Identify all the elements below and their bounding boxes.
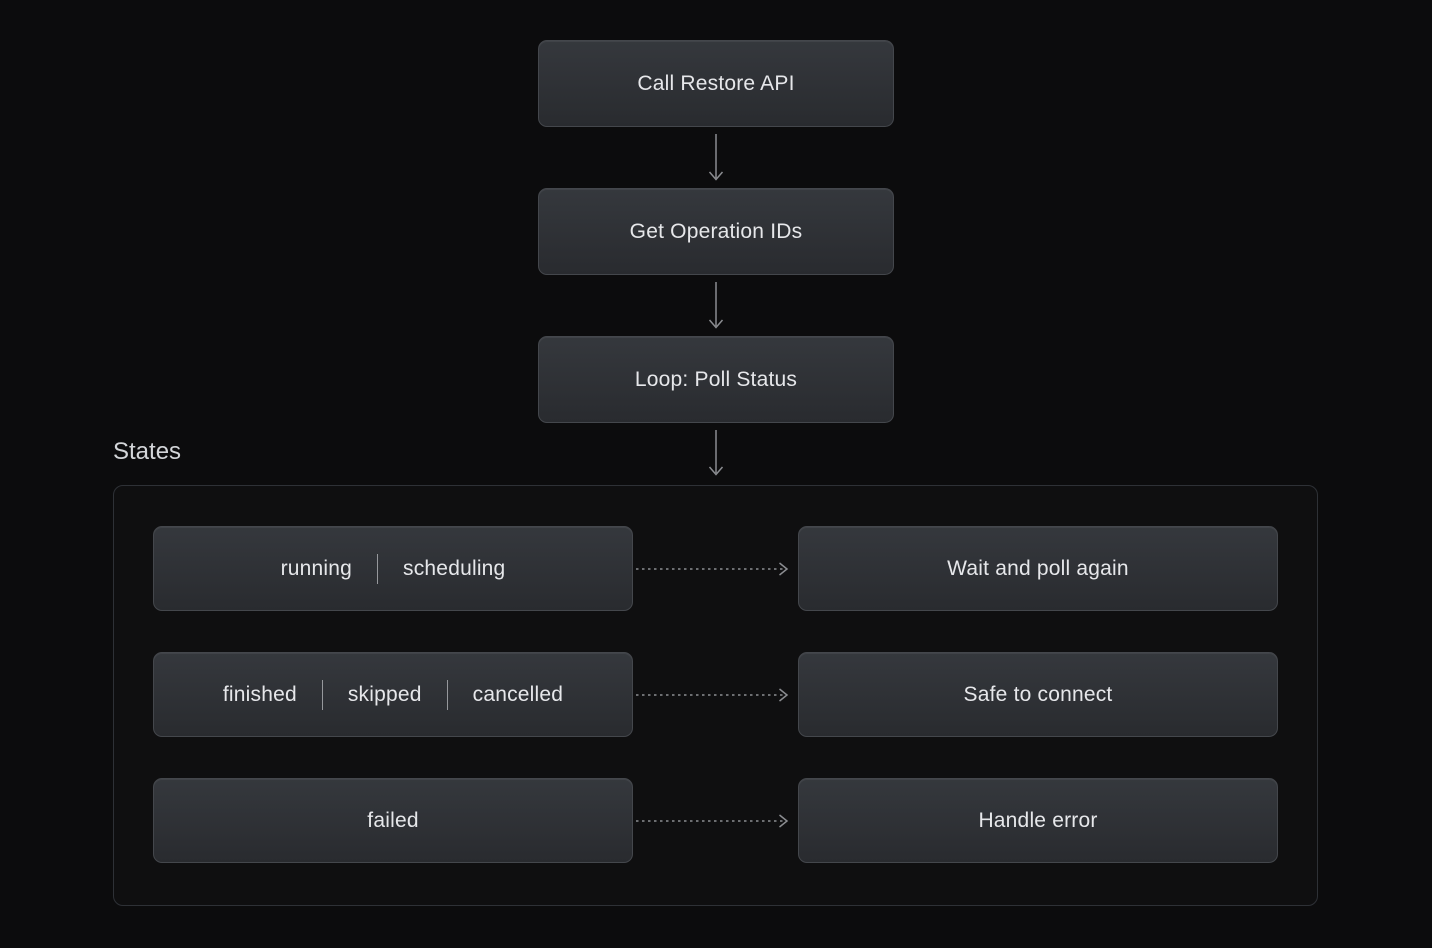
state-label: finished	[222, 682, 297, 706]
state-label: cancelled	[472, 682, 564, 706]
separator-bar	[377, 553, 379, 584]
arrow-down-icon	[708, 282, 724, 329]
state-node-finished-skipped-cancelled: finished skipped cancelled	[153, 652, 633, 737]
flow-node-label: Call Restore API	[637, 71, 795, 95]
connector	[633, 686, 798, 704]
state-row-finished: finished skipped cancelled Safe to conne…	[153, 652, 1278, 737]
state-node-running-scheduling: running scheduling	[153, 526, 633, 611]
state-label: failed	[367, 808, 419, 832]
flow-node-label: Get Operation IDs	[629, 219, 803, 243]
state-label: running	[280, 556, 353, 580]
connector	[633, 812, 798, 830]
arrow-down-icon	[708, 430, 724, 476]
connector	[633, 560, 798, 578]
flow-node-call-restore-api: Call Restore API	[538, 40, 894, 127]
dashed-arrow-right-icon	[636, 561, 789, 576]
states-container: running scheduling Wait and poll again f…	[113, 485, 1318, 906]
states-section-label: States	[113, 438, 182, 465]
action-label: Wait and poll again	[947, 556, 1129, 580]
flow-node-label: Loop: Poll Status	[634, 367, 798, 391]
dashed-arrow-right-icon	[636, 813, 789, 828]
action-label: Handle error	[978, 808, 1098, 832]
action-node-safe-to-connect: Safe to connect	[798, 652, 1278, 737]
flow-node-loop-poll-status: Loop: Poll Status	[538, 336, 894, 423]
arrow-down-icon	[708, 134, 724, 181]
action-label: Safe to connect	[963, 682, 1113, 706]
flow-node-get-operation-ids: Get Operation IDs	[538, 188, 894, 275]
state-label: skipped	[347, 682, 422, 706]
separator-bar	[321, 679, 323, 710]
restore-flow-column: Call Restore API Get Operation IDs Loop:…	[0, 40, 1432, 485]
dashed-arrow-right-icon	[636, 687, 789, 702]
state-row-failed: failed Handle error	[153, 778, 1278, 863]
action-node-wait-and-poll-again: Wait and poll again	[798, 526, 1278, 611]
action-node-handle-error: Handle error	[798, 778, 1278, 863]
state-node-failed: failed	[153, 778, 633, 863]
state-label: scheduling	[403, 556, 506, 580]
separator-bar	[446, 679, 448, 710]
state-row-running: running scheduling Wait and poll again	[153, 526, 1278, 611]
